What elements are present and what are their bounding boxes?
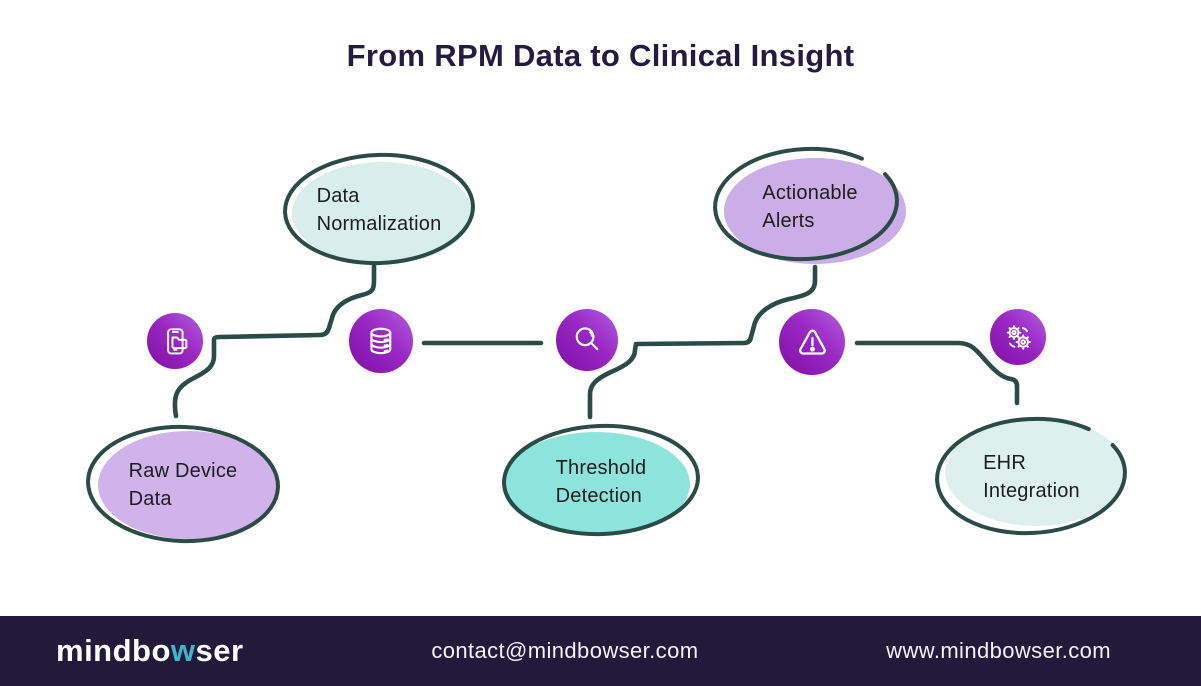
bubble-fill (502, 432, 690, 536)
page-title: From RPM Data to Clinical Insight (346, 38, 855, 73)
bubble-outline (502, 423, 700, 537)
bubble-outline (935, 416, 1127, 536)
connector-path-alerts-to-ehr (854, 340, 1020, 406)
stage-label-data-normalization: Data Normalization (316, 185, 442, 235)
stage-icon-threshold-detection (556, 309, 618, 371)
database-icon (370, 327, 392, 355)
bubble-outline (713, 146, 899, 262)
logo-part2: ser (195, 633, 244, 668)
stage-label-actionable-alerts: Actionable Alerts (762, 182, 858, 232)
bubble-threshold-detection: Threshold Detection (500, 423, 702, 541)
magnifier-icon (575, 327, 599, 350)
stage-icon-actionable-alerts (779, 309, 845, 375)
stage-label-raw-device-data: Raw Device Data (128, 460, 238, 510)
stage-icon-ehr-integration (990, 309, 1046, 365)
stage-icon-data-normalization (349, 309, 413, 373)
bubble-fill (292, 162, 472, 264)
warning-triangle-icon (798, 329, 826, 355)
stage-label-threshold-detection: Threshold Detection (555, 457, 647, 507)
footer-bar: mindbowser contact@mindbowser.com www.mi… (0, 616, 1201, 686)
smartphone-folder-icon (166, 327, 187, 355)
stage-label-ehr-integration: EHR Integration (983, 451, 1080, 502)
website-link[interactable]: www.mindbowser.com (886, 638, 1111, 663)
bubble-outline (86, 424, 280, 544)
mindbowser-logo: mindbowser (56, 633, 244, 669)
bubble-fill (98, 431, 278, 539)
connector-path-raw-to-normalization (172, 261, 377, 419)
gears-sync-icon (1006, 324, 1031, 350)
bubble-fill (945, 418, 1127, 526)
bubble-fill (724, 158, 906, 264)
contact-email-link[interactable]: contact@mindbowser.com (431, 638, 699, 663)
bubble-raw-device-data: Raw Device Data (84, 424, 282, 546)
bubble-ehr-integration: EHR Integration (933, 416, 1130, 537)
logo-accent-w: w (170, 633, 196, 668)
logo-part1: mindbo (56, 633, 171, 668)
bubble-data-normalization: Data Normalization (281, 152, 477, 268)
stage-icon-raw-device-data (147, 313, 203, 369)
bubble-actionable-alerts: Actionable Alerts (713, 146, 907, 267)
bubble-outline (283, 152, 475, 266)
